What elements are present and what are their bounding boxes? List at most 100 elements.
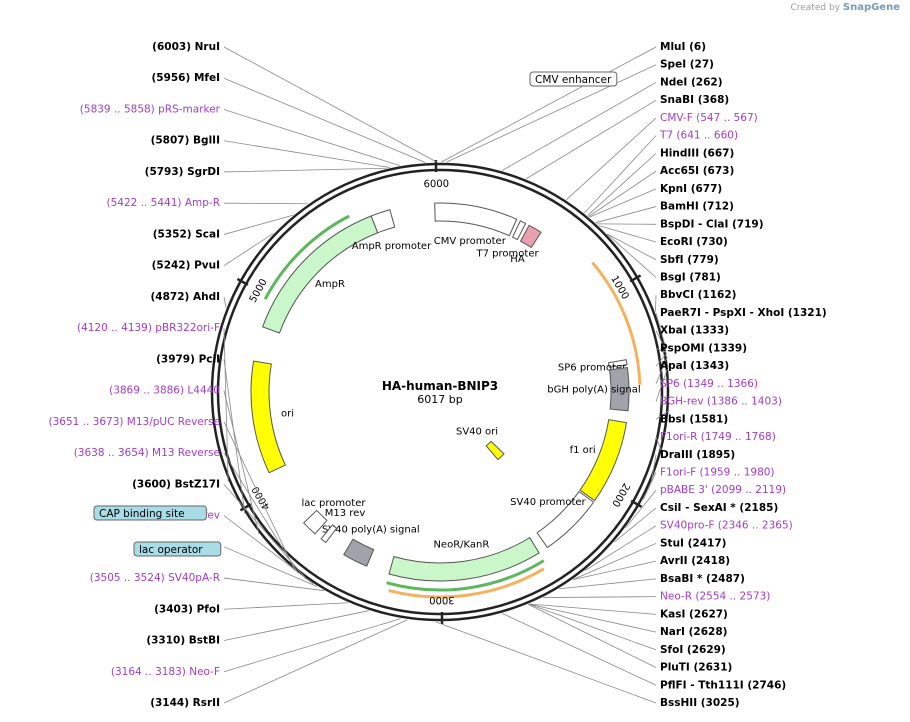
leader-hindiii [587,153,657,216]
enzyme-label-pcii: (3979) PciI [156,353,220,365]
feature-label-cmv-promoter: CMV promoter [434,236,507,247]
leader-sv40pa-r [223,577,325,592]
tick-label-6000: 6000 [423,179,449,190]
leader-spei [446,64,657,163]
enzyme-label-bsshii: BssHII (3025) [660,697,740,709]
boxed-feature-label-cmv-enhancer: CMV enhancer [535,74,612,86]
orf-arc-1 [386,559,545,592]
primer-label-pbr322ori-f: (4120 .. 4139) pBR322ori-F [77,322,220,334]
feature-label-ha: HA [510,254,525,265]
enzyme-label-bspdi-clai: BspDI - ClaI (719) [660,218,764,230]
leader-amp-r [223,202,308,205]
enzyme-label-draiii: DraIII (1895) [660,449,735,461]
leader-m13-puc-reverse [223,421,296,571]
leader-nrui [223,46,437,163]
leader-paer7i-pspxi-xhoi [655,312,667,349]
leader-cmv-f [566,117,657,201]
primer-label-sv40pa-r: (3505 .. 3524) SV40pA-R [90,572,220,584]
leader-neo-f [223,618,401,673]
enzyme-label-kpni: KpnI (677) [660,183,722,195]
leader-f1ori-r [655,436,663,453]
leader-bsgi [607,234,657,278]
enzyme-label-mfei: (5956) MfeI [151,72,220,84]
leader-pcii [223,359,246,514]
enzyme-label-bstz17i: (3600) BstZ17I [132,478,220,490]
plasmid-name: HA-human-BNIP3 [382,379,498,393]
primer-label-f1ori-f: F1ori-F (1959 .. 1980) [660,467,775,479]
leader-prs-marker [223,109,400,166]
primer-label-prs-marker: (5839 .. 5858) pRS-marker [80,103,221,115]
leader-apai [655,353,668,367]
primer-label-neo-f: (3164 .. 3183) Neo-F [111,666,220,678]
leader-pluti [528,604,657,668]
backbone-outer-strand [210,162,670,622]
leader-scai [223,214,293,235]
leader-xbai [655,330,667,352]
boxed-feature-label-cap-binding-site: CAP binding site [99,508,185,520]
enzyme-label-rsrii: (3144) RsrII [150,697,220,709]
snapgene-logo: SnapGene [842,2,900,13]
primer-label-sv40pro-f: SV40pro-F (2346 .. 2365) [660,520,793,532]
leader-bamhi [595,206,657,224]
feature-label-sv40-ori: SV40 ori [456,426,498,437]
leader-sfoi [528,603,657,651]
leader-neo-r [543,596,657,598]
enzyme-label-hindiii: HindIII (667) [660,147,734,159]
feature-label-sv40-poly-a-signal: SV40 poly(A) signal [322,525,420,536]
leader-bstz17i [223,484,308,580]
feature-label-m13-rev: M13 rev [325,508,366,519]
enzyme-label-pvui: (5242) PvuI [152,260,220,272]
leader-sp6 [655,356,668,385]
boxed-feature-label-lac-operator: lac operator [139,544,203,556]
enzyme-label-bsabi: BsaBI * (2487) [660,573,745,585]
boxed-feature-cmv-enhancer [529,71,618,87]
feature-ha [519,224,542,249]
tick-label-2000: 2000 [609,481,631,509]
enzyme-label-bbvci: BbvCI (1162) [660,289,736,301]
leader-snabi [526,99,657,180]
leader-rsrii [223,619,408,704]
enzyme-label-pluti: PluTI (2631) [660,662,732,674]
feature-ori [250,360,287,474]
leader-t7 [584,135,657,214]
primer-label-bgh-rev: BGH-rev (1386 .. 1403) [660,396,782,408]
leader-pvui [223,232,274,267]
plasmid-center-label: HA-human-BNIP3 6017 bp [382,379,498,406]
primer-label-m13-puc-reverse: (3651 .. 3673) M13/pUC Reverse [48,416,220,428]
enzyme-label-snabi: SnaBI (368) [660,94,729,106]
feature-label-bgh-poly-a-signal: bGH poly(A) signal [547,385,640,396]
tick-mark-5000 [236,277,249,286]
primer-label-neo-r: Neo-R (2554 .. 2573) [660,591,770,603]
tick-label-5000: 5000 [248,277,270,305]
enzyme-label-bamhi: BamHI (712) [660,201,734,213]
enzyme-label-ahdi: (4872) AhdI [150,291,220,303]
tick-mark-1000 [629,274,642,283]
leader-pspomi [655,348,667,353]
feature-bgh-poly-a-signal [609,366,630,412]
enzyme-label-xbai: XbaI (1333) [660,325,729,337]
primer-label-m13-reverse: (3638 .. 3654) M13 Reverse [74,447,220,459]
enzyme-label-stui: StuI (2417) [660,537,726,549]
primer-label-cmv-f: CMV-F (547 .. 567) [660,112,758,124]
feature-f1-ori [579,419,628,502]
feature-m13-rev [320,524,338,544]
feature-cmv-promoter [434,202,518,237]
leader-sbfi [606,233,657,261]
label-layer: (6003) NruI(5956) MfeI(5839 .. 5858) pRS… [48,41,826,709]
feature-neor-kanr [388,536,540,582]
feature-label-ampr-promoter: AmpR promoter [352,241,432,252]
enzyme-label-bbsi: BbsI (1581) [660,413,728,425]
enzyme-label-bglii: (5807) BglII [151,135,220,147]
leader-pflfi-tth111i [502,613,657,686]
leader-nari [528,603,657,633]
tick-mark-4000 [239,503,252,512]
enzyme-label-pspomi: PspOMI (1339) [660,342,747,354]
feature-sp6-promoter [607,359,628,368]
enzyme-label-sbfi: SbfI (779) [660,254,719,266]
leader-avrii [572,560,657,581]
tick-label-3000: 3000 [429,594,455,605]
boxed-feature-cap-binding-site [93,505,207,521]
feature-label-ampr: AmpR [315,279,345,290]
feature-t7-promoter [511,220,527,241]
leader-kasi [529,603,657,615]
